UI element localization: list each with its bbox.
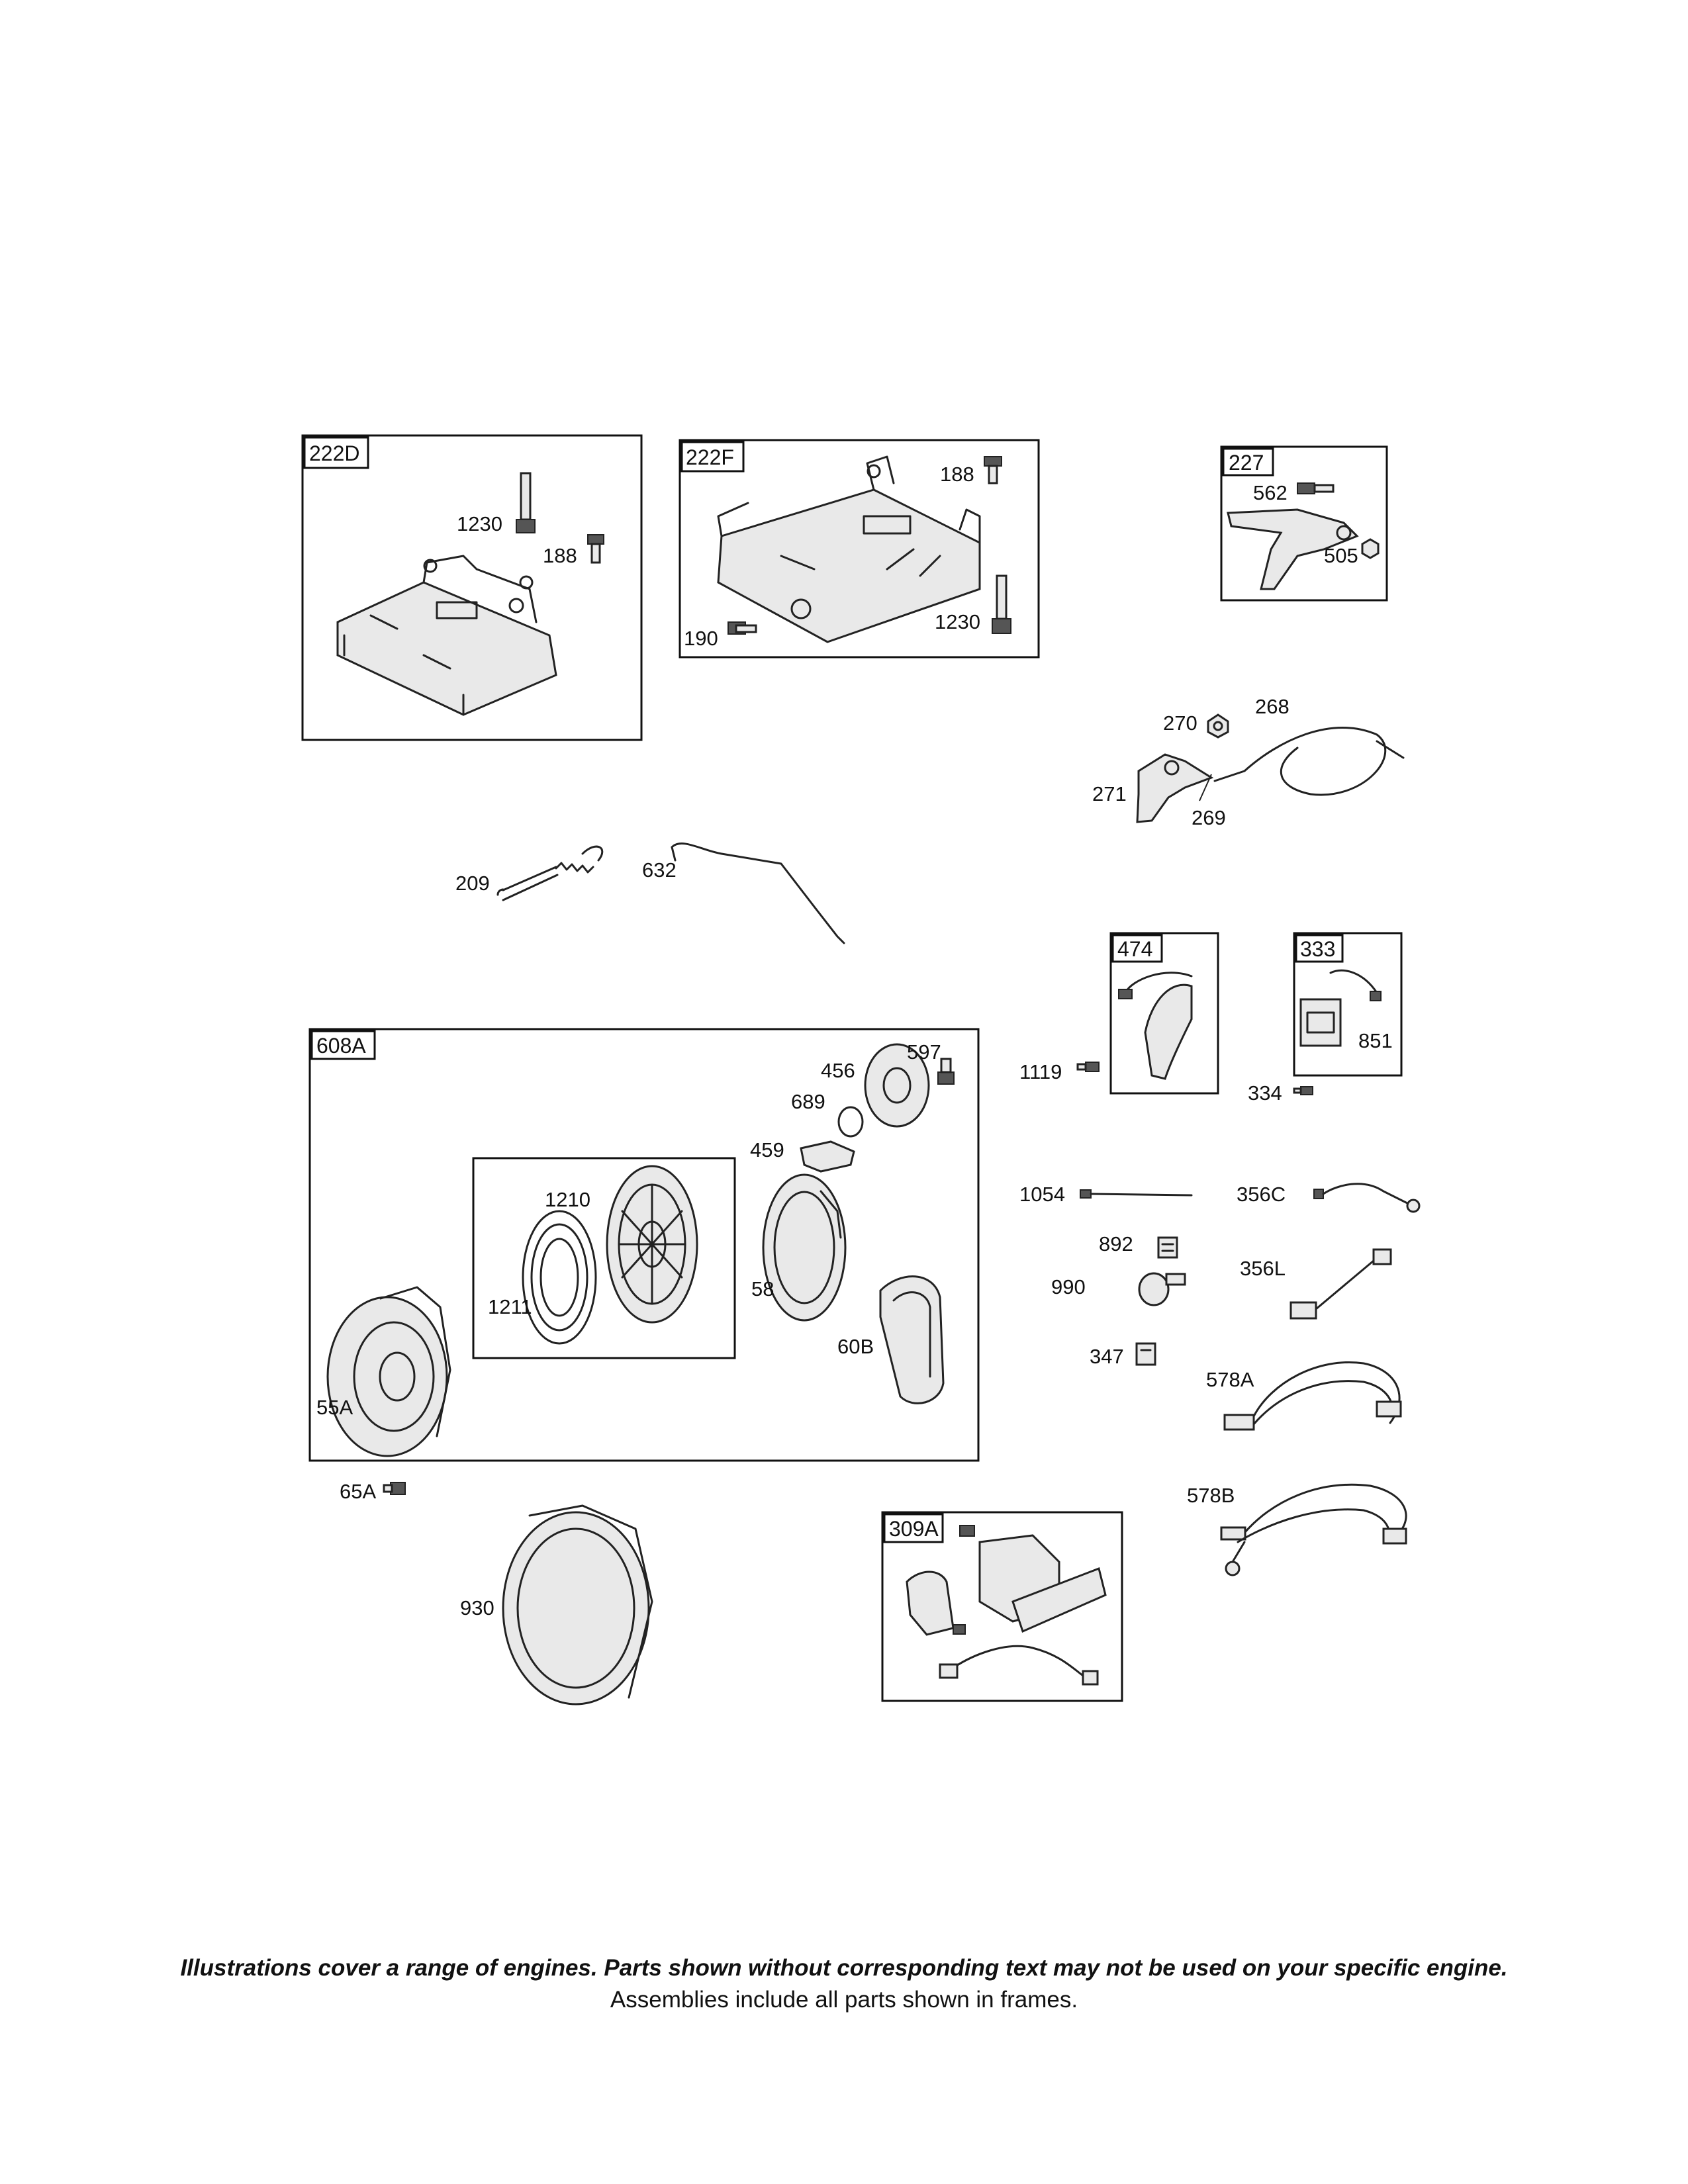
callout-562: 562 (1253, 481, 1288, 504)
fuse-347 (1135, 1342, 1156, 1366)
starter-cup-58 (762, 1173, 847, 1322)
key-990 (1138, 1272, 1186, 1306)
callout-334: 334 (1248, 1081, 1282, 1105)
key-switch-892 (1157, 1236, 1178, 1259)
callout-1230: 1230 (935, 610, 980, 633)
callout-356c: 356C (1237, 1183, 1286, 1206)
harness-578b (1220, 1483, 1407, 1576)
screw-334 (1293, 1086, 1313, 1095)
screw-188b (984, 456, 1002, 484)
callout-689: 689 (791, 1090, 825, 1113)
blower-housing-55a (326, 1286, 451, 1457)
ground-wire-356c (1313, 1183, 1421, 1213)
pulley-1210 (606, 1165, 698, 1324)
ignition-armature-474 (1118, 972, 1193, 1080)
nut-270 (1207, 713, 1229, 739)
callout-1119: 1119 (1019, 1060, 1062, 1083)
stud-bolt-1230a (516, 472, 536, 533)
frame-608a: 608A (308, 1028, 980, 1462)
callout-1054: 1054 (1019, 1183, 1065, 1206)
mounting-base-222d (336, 555, 557, 716)
cable-268 (1213, 727, 1405, 796)
frame-333: 333 (1293, 932, 1403, 1077)
frame-474: 474 (1109, 932, 1219, 1095)
recoil-spring-1211 (522, 1210, 597, 1345)
callout-271: 271 (1092, 782, 1127, 805)
frame-tag-227: 227 (1229, 451, 1264, 475)
callout-356l: 356L (1240, 1257, 1286, 1280)
frame-tag-333: 333 (1300, 937, 1335, 961)
spring-209 (496, 845, 604, 901)
callout-209: 209 (455, 872, 490, 895)
starter-handle-60b (879, 1275, 945, 1404)
callout-930: 930 (460, 1596, 494, 1619)
callout-597: 597 (907, 1040, 941, 1064)
starter-motor-309a (906, 1525, 1107, 1686)
callout-892: 892 (1099, 1232, 1133, 1255)
frame-222d: 222D (301, 434, 643, 741)
callout-505: 505 (1324, 544, 1358, 567)
wire-356l (1289, 1248, 1392, 1320)
screw-1119 (1076, 1062, 1100, 1072)
callout-58: 58 (751, 1277, 774, 1300)
callout-190: 190 (684, 627, 718, 650)
callout-65a: 65A (340, 1480, 376, 1503)
callout-578a: 578A (1206, 1368, 1254, 1391)
ignition-module-333 (1299, 969, 1382, 1047)
assembly-note: Assemblies include all parts shown in fr… (610, 1987, 1078, 2013)
screw-188a (587, 534, 604, 564)
callout-188: 188 (940, 463, 974, 486)
callout-270: 270 (1163, 711, 1197, 735)
callout-60b: 60B (837, 1335, 874, 1358)
frame-tag-222f: 222F (686, 445, 734, 469)
frame-tag-222d: 222D (309, 441, 360, 465)
screw-597 (937, 1058, 955, 1085)
callout-459: 459 (750, 1138, 784, 1161)
callout-268: 268 (1255, 695, 1289, 718)
callout-456: 456 (821, 1059, 855, 1082)
callout-1230: 1230 (457, 512, 502, 535)
stud-bolt-1230b (992, 574, 1011, 634)
frame-tag-309a: 309A (889, 1517, 939, 1541)
pawl-459 (800, 1140, 855, 1173)
control-bracket-227 (1227, 482, 1380, 590)
lever-271 (1136, 753, 1214, 823)
cable-tie-1054 (1080, 1189, 1193, 1199)
callout-347: 347 (1090, 1345, 1124, 1368)
callout-578b: 578B (1187, 1484, 1235, 1507)
callout-851: 851 (1358, 1029, 1393, 1052)
callout-990: 990 (1051, 1275, 1086, 1298)
inner-frame-pulley-spring (472, 1157, 736, 1359)
retainer-689 (837, 1106, 864, 1138)
screw-65a (383, 1482, 406, 1495)
callout-188: 188 (543, 544, 577, 567)
frame-227: 227 (1220, 445, 1388, 602)
callout-1210: 1210 (545, 1188, 590, 1211)
callout-55a: 55A (316, 1396, 353, 1419)
disclaimer-text: Illustrations cover a range of engines. … (180, 1955, 1508, 1981)
governor-link-632 (671, 842, 845, 944)
harness-578a (1223, 1361, 1402, 1431)
frame-222f: 222F (679, 439, 1040, 659)
mounting-base-222f (717, 455, 981, 643)
bolt-190 (727, 621, 757, 635)
frame-tag-474: 474 (1117, 937, 1152, 961)
screen-930 (502, 1504, 653, 1706)
footer: Illustrations cover a range of engines. … (0, 1952, 1688, 2016)
leader-269 (1199, 774, 1212, 801)
frame-309a: 309A (881, 1511, 1123, 1702)
callout-269: 269 (1192, 806, 1226, 829)
callout-1211: 1211 (488, 1295, 532, 1318)
callout-632: 632 (642, 858, 677, 882)
ratchet-plate-456 (864, 1043, 930, 1128)
frame-tag-608a: 608A (316, 1034, 366, 1058)
